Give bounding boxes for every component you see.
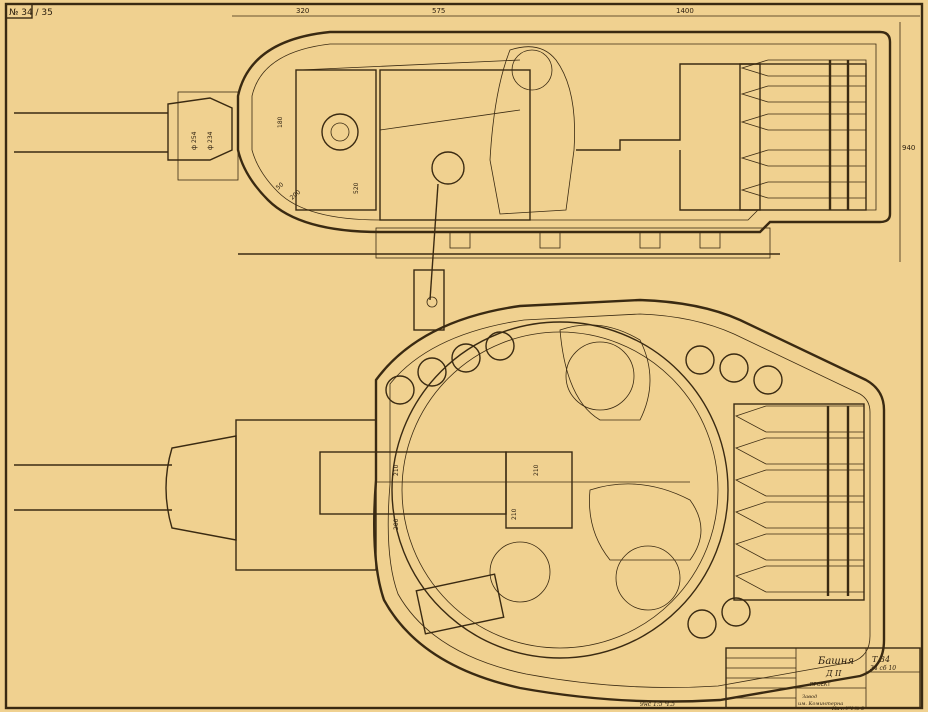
round-base-9 <box>721 597 751 627</box>
title-block-subtitle: Д II <box>825 669 842 678</box>
elevation-handwheel <box>431 151 465 185</box>
plan-view: 210 200 210 210 <box>14 298 886 703</box>
dim-210-b: 210 <box>511 508 518 520</box>
breech-plan <box>319 451 507 515</box>
breech-block-plan <box>505 451 573 529</box>
loader-seat-plan <box>615 545 681 611</box>
dim-575: 575 <box>432 7 445 15</box>
gun-mantlet <box>167 97 233 161</box>
round-base-7 <box>753 365 783 395</box>
dim-phi254: ф 254 <box>191 131 198 150</box>
ammo-rack-frame-side <box>576 63 761 211</box>
sheet-frame <box>4 2 924 710</box>
shell-plan-3 <box>734 469 865 497</box>
shell-side-3 <box>740 113 867 131</box>
elevation-linkage <box>429 183 439 301</box>
title-block-factory-name: им. Коминтерна <box>798 701 843 707</box>
sight-linkage <box>379 109 521 131</box>
shell-plan-5 <box>734 533 865 561</box>
turret-plan-outline <box>373 298 886 703</box>
dim-520: 520 <box>353 182 360 194</box>
pedal-pivot <box>426 296 438 308</box>
breech-ring-inner <box>330 122 350 142</box>
loader-figure-side <box>489 46 575 215</box>
title-block-factory: Завод <box>802 694 817 700</box>
round-base-1 <box>385 375 415 405</box>
shell-plan-4 <box>734 501 865 529</box>
round-base-2 <box>417 357 447 387</box>
gunner-seat-plan <box>489 541 551 603</box>
turret-ring <box>375 227 771 259</box>
corner-stamp: № 34 / 35 <box>9 8 53 18</box>
loader-head-side <box>511 49 553 91</box>
round-base-8 <box>687 609 717 639</box>
title-block-status: ПРОЕКТ <box>810 682 831 688</box>
round-base-6 <box>719 353 749 383</box>
dim-200-plan: 200 <box>393 518 400 530</box>
shell-side-1 <box>740 59 867 77</box>
commander-head-plan <box>565 341 635 411</box>
turret-ring-plan <box>391 321 729 659</box>
turret-side-outline <box>236 30 892 234</box>
shell-side-4 <box>740 149 867 167</box>
gunner-sight-plan <box>415 573 505 635</box>
dim-200: 200 <box>289 189 302 202</box>
title-block: Башня Д II ПРОЕКТ Завод им. Коминтерна Т… <box>725 647 921 712</box>
recoil-mechanism <box>379 69 531 221</box>
mantlet-plan <box>165 435 237 541</box>
gun-cradle-plan <box>235 419 377 571</box>
bottom-note: 9нс 1:5 Ч.5 <box>640 701 675 708</box>
corner-stamp-box <box>5 3 33 19</box>
dim-1400: 1400 <box>676 7 694 15</box>
dim-940: 940 <box>902 144 915 152</box>
title-block-title: Башня <box>817 656 854 667</box>
dim-50: 50 <box>275 181 285 191</box>
shell-plan-1 <box>734 405 865 433</box>
round-base-3 <box>451 343 481 373</box>
title-block-signature: Нач. УЧ № 5 <box>831 706 864 712</box>
title-block-model: Т 34 <box>872 655 890 664</box>
shell-side-2 <box>740 85 867 103</box>
gun-cradle-rod <box>299 59 521 71</box>
dim-phi234: ф 234 <box>207 131 214 150</box>
bracket-1 <box>449 231 471 249</box>
turret-plan-inner <box>387 313 871 688</box>
dim-210-a: 210 <box>393 464 400 476</box>
shell-plan-2 <box>734 437 865 465</box>
dim-180: 180 <box>277 116 284 128</box>
round-base-4 <box>485 331 515 361</box>
round-base-5 <box>685 345 715 375</box>
side-view: ф 254 ф 234 180 50 200 520 <box>14 30 892 331</box>
breech-ring <box>321 113 359 151</box>
dim-210-c: 210 <box>533 464 540 476</box>
dim-320: 320 <box>296 7 309 15</box>
shell-plan-6 <box>734 565 865 593</box>
trigger-pedal-assembly <box>413 269 445 331</box>
turret-side-inner <box>251 43 877 221</box>
commander-figure-plan <box>559 324 651 421</box>
breech-block <box>295 69 377 211</box>
bracket-4 <box>699 231 721 249</box>
ammo-box-side <box>739 63 867 211</box>
bracket-3 <box>639 231 661 249</box>
bracket-2 <box>539 231 561 249</box>
shell-side-5 <box>740 181 867 199</box>
title-block-code: 34 сб 10 <box>870 665 896 672</box>
loader-figure-plan <box>589 483 702 561</box>
